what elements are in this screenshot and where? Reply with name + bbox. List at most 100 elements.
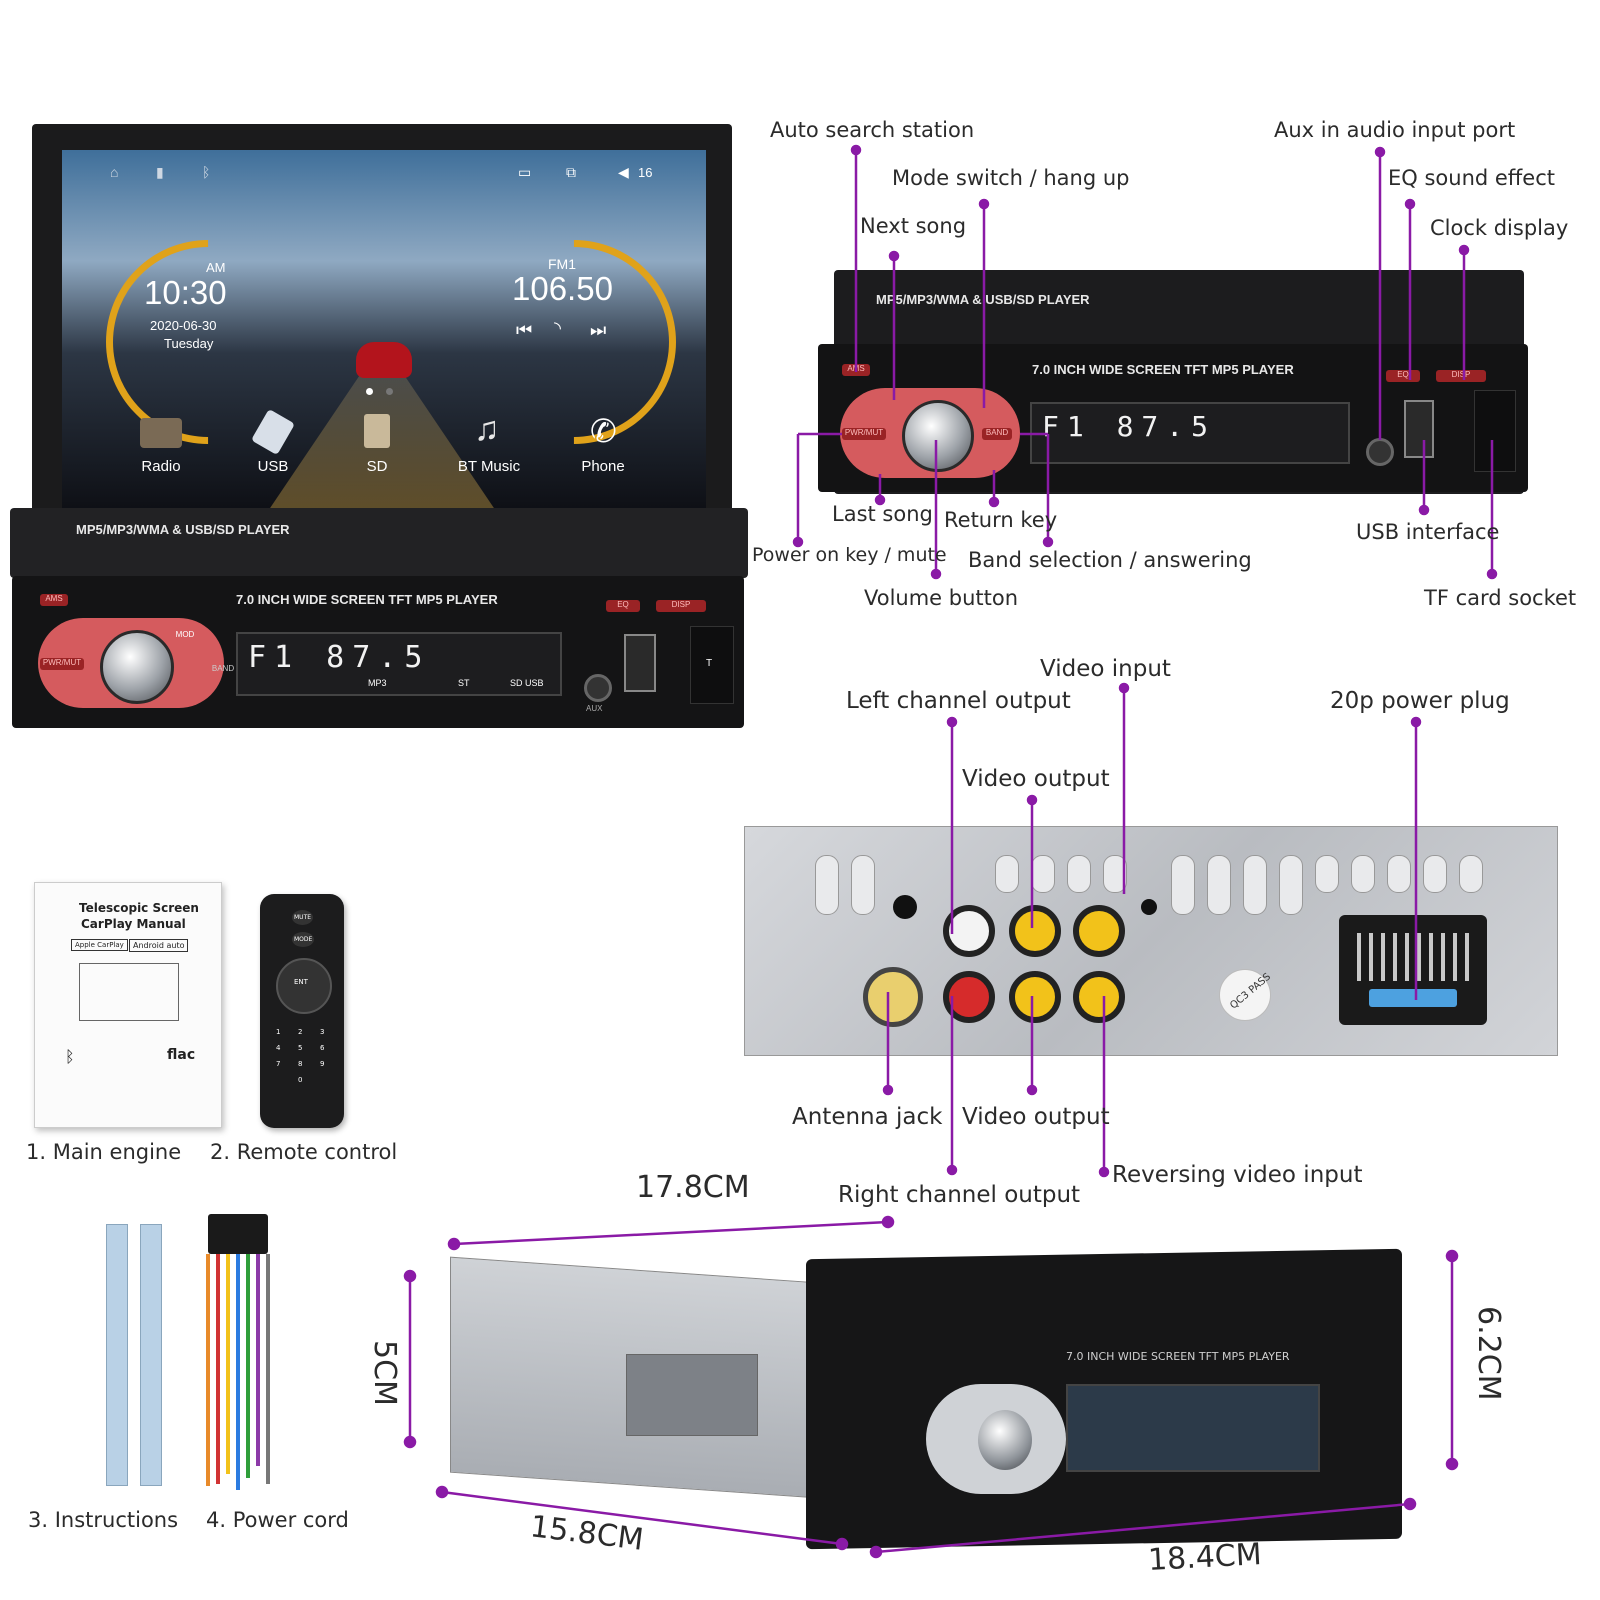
lcd-sdusb: SD USB (510, 678, 544, 688)
status-bar: ⌂ ▮ ᛒ ▭ ⧉ ◀ 16 (110, 164, 670, 188)
app-radio[interactable]: Radio (116, 414, 206, 504)
rca-video-in[interactable] (1073, 905, 1125, 957)
pwr-mute-button[interactable]: PWR/MUT (40, 658, 84, 670)
remote-key-6[interactable]: 6 (320, 1044, 325, 1052)
caption-remote: 2. Remote control (210, 1140, 398, 1164)
manual-title-2: CarPlay Manual (81, 917, 186, 931)
remote-key-8[interactable]: 8 (298, 1060, 303, 1068)
phone-icon: ✆ (590, 413, 617, 449)
app-sd[interactable]: SD (332, 414, 422, 504)
tf-socket-door[interactable] (690, 626, 734, 704)
faceplate-title: 7.0 INCH WIDE SCREEN TFT MP5 PLAYER (236, 592, 498, 607)
remote-ent-button[interactable]: ENT (294, 978, 308, 986)
rca-reversing-in[interactable] (1073, 971, 1125, 1023)
lcd-mp3: MP3 (368, 678, 387, 688)
display-screen: ⌂ ▮ ᛒ ▭ ⧉ ◀ 16 AM 10:30 2020-06-30 Tuesd… (62, 150, 706, 520)
remote-dpad[interactable]: ENT (276, 958, 332, 1014)
page-dot (386, 388, 393, 395)
remote-key-5[interactable]: 5 (298, 1044, 303, 1052)
closeup-tf-door[interactable] (1474, 390, 1516, 472)
side-lcd (1066, 1384, 1320, 1472)
usb-port[interactable] (624, 634, 656, 692)
closeup-bezel-title: MP5/MP3/WMA & USB/SD PLAYER (876, 292, 1090, 307)
rca-left-white[interactable] (943, 905, 995, 957)
remote-mute-button[interactable]: MUTE (292, 910, 314, 925)
label-next-song: Next song (860, 214, 967, 238)
bluetooth-icon[interactable]: ᛒ (202, 164, 211, 180)
label-mode-switch: Mode switch / hang up (892, 166, 1130, 190)
home-icon[interactable]: ⌂ (110, 164, 119, 180)
next-track-icon[interactable]: ⏭ (590, 320, 607, 340)
volume-knob[interactable] (100, 630, 174, 704)
label-auto-search: Auto search station (770, 118, 975, 142)
radio-frequency: 106.50 (512, 270, 613, 307)
label-right-channel: Right channel output (838, 1182, 1081, 1208)
antenna-jack[interactable] (863, 967, 923, 1027)
label-video-output-bottom: Video output (962, 1104, 1110, 1130)
power-cord-harness (186, 1214, 298, 1490)
remote-number-pad: 1 2 3 4 5 6 7 8 9 0 (274, 1028, 330, 1116)
remote-key-0[interactable]: 0 (298, 1076, 303, 1084)
car-graphic (356, 342, 412, 378)
connector-pins (1351, 933, 1475, 981)
manual-title-1: Telescopic Screen (79, 901, 199, 915)
eq-button[interactable]: EQ (606, 600, 640, 612)
remote-key-9[interactable]: 9 (320, 1060, 325, 1068)
mount-hole (1141, 899, 1157, 915)
app-usb[interactable]: USB (228, 408, 318, 504)
disp-button[interactable]: DISP (656, 600, 706, 612)
power-plug-connector[interactable] (1339, 915, 1487, 1025)
closeup-disp[interactable]: DISP (1436, 370, 1486, 382)
prev-track-icon[interactable]: ⏮ (516, 320, 533, 340)
remote-key-3[interactable]: 3 (320, 1028, 325, 1036)
label-clock-display: Clock display (1430, 216, 1569, 240)
closeup-volume-knob[interactable] (902, 400, 974, 472)
closeup-eq[interactable]: EQ (1386, 370, 1420, 382)
clock-day: Tuesday (164, 336, 214, 351)
app-phone-label: Phone (581, 458, 625, 475)
label-left-channel: Left channel output (846, 688, 1071, 714)
remote-mode-button[interactable]: MODE (292, 932, 315, 947)
rca-right-red[interactable] (943, 971, 995, 1023)
volume-icon[interactable]: ◀ (618, 164, 629, 180)
closeup-usb-port[interactable] (1404, 400, 1434, 458)
aux-jack[interactable] (584, 674, 612, 702)
label-eq-sound: EQ sound effect (1388, 166, 1555, 190)
label-video-output-top: Video output (962, 766, 1110, 792)
closeup-band[interactable]: BAND (982, 428, 1012, 440)
clock-time: 10:30 (144, 274, 227, 311)
label-band-selection: Band selection / answering (968, 548, 1252, 572)
dim-bottom-width: 18.4CM (1147, 1537, 1263, 1578)
vent-slots (815, 855, 1535, 915)
rca-video-out-top[interactable] (1009, 905, 1061, 957)
band-button[interactable]: BAND (211, 664, 235, 673)
app-phone[interactable]: ✆ Phone (558, 413, 648, 504)
flac-label: flac (167, 1047, 196, 1063)
mod-button[interactable]: MOD (175, 630, 195, 639)
apple-carplay-badge: Apple CarPlay (71, 939, 128, 951)
manual-booklet: Telescopic Screen CarPlay Manual Apple C… (34, 882, 222, 1128)
side-faceplate-title: 7.0 INCH WIDE SCREEN TFT MP5 PLAYER (1066, 1350, 1290, 1363)
manual-unit-illustration (79, 963, 179, 1021)
sd-icon[interactable]: ▮ (156, 164, 164, 180)
closeup-ams[interactable]: AMS (842, 364, 870, 376)
closeup-aux-jack[interactable] (1366, 438, 1394, 466)
qc-sticker: QC3 PASS (1219, 969, 1273, 1021)
window-icon[interactable]: ⧉ (566, 164, 576, 180)
ams-button[interactable]: AMS (40, 594, 68, 606)
signal-icon[interactable]: ◝ (554, 318, 561, 338)
remote-key-4[interactable]: 4 (276, 1044, 281, 1052)
rca-video-out-bottom[interactable] (1009, 971, 1061, 1023)
label-power-key: Power on key / mute (752, 544, 947, 566)
app-sd-label: SD (366, 458, 388, 475)
closeup-faceplate-title: 7.0 INCH WIDE SCREEN TFT MP5 PLAYER (1032, 362, 1294, 377)
app-bt-music[interactable]: ♫ BT Music (444, 410, 534, 504)
closeup-pwr[interactable]: PWR/MUT (842, 428, 886, 440)
label-video-input: Video input (1040, 656, 1171, 682)
label-reversing-input: Reversing video input (1112, 1162, 1363, 1188)
remote-key-7[interactable]: 7 (276, 1060, 281, 1068)
bluetooth-icon: ᛒ (65, 1047, 75, 1066)
mirror-icon[interactable]: ▭ (518, 164, 532, 180)
remote-key-2[interactable]: 2 (298, 1028, 303, 1036)
remote-key-1[interactable]: 1 (276, 1028, 281, 1036)
